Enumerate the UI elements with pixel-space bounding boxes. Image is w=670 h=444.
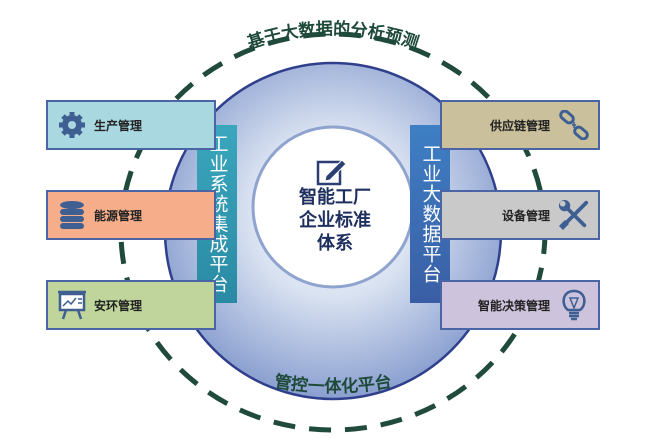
module-label: 生产管理	[94, 118, 143, 133]
gear-icon	[56, 109, 88, 141]
module-safety-environment[interactable]: 安环管理	[46, 280, 216, 330]
top-arc-title: 基于大数据的分析预测	[244, 18, 422, 54]
module-label: 供应链管理	[489, 118, 550, 133]
svg-text:基于大数据的分析预测: 基于大数据的分析预测	[244, 18, 422, 54]
module-equipment[interactable]: 设备管理	[440, 190, 600, 240]
presentation-board-icon	[56, 289, 88, 321]
lightbulb-icon	[558, 289, 590, 321]
module-label: 设备管理	[501, 208, 550, 223]
module-label: 智能决策管理	[477, 298, 550, 313]
database-icon	[56, 199, 88, 231]
module-production[interactable]: 生产管理	[46, 100, 216, 150]
broken-link-icon	[558, 109, 590, 141]
center-title: 智能工厂 企业标准 体系	[285, 186, 385, 255]
edit-icon	[316, 159, 347, 186]
center-title-line: 企业标准	[299, 210, 371, 231]
module-intelligent-decision[interactable]: 智能决策管理	[440, 280, 600, 330]
tools-icon	[558, 199, 590, 231]
module-label: 安环管理	[94, 298, 143, 313]
module-supply-chain[interactable]: 供应链管理	[440, 100, 600, 150]
module-label: 能源管理	[94, 208, 143, 223]
module-energy[interactable]: 能源管理	[46, 190, 216, 240]
center-title-line: 体系	[317, 233, 353, 254]
center-title-line: 智能工厂	[299, 187, 371, 208]
